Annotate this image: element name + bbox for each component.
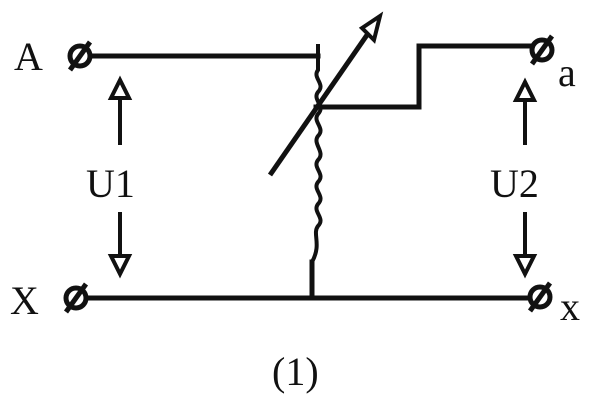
terminal-symbol-x (527, 281, 553, 313)
terminal-label-A: A (14, 34, 43, 79)
winding-coil (310, 44, 323, 263)
figure-caption: (1) (272, 349, 319, 394)
terminal-symbol-A (67, 40, 93, 72)
voltage-arrow-U1 (107, 75, 133, 279)
voltage-arrow-U2 (512, 77, 538, 279)
output-wire (313, 43, 533, 110)
terminal-symbol-X (63, 282, 89, 314)
voltage-label-U2: U2 (490, 161, 539, 206)
terminal-symbol-a (529, 34, 555, 66)
terminal-label-x: x (560, 284, 580, 329)
terminal-label-X: X (10, 278, 39, 323)
variable-tap-arrow (267, 11, 384, 177)
terminal-label-a: a (558, 50, 576, 95)
voltage-label-U1: U1 (86, 161, 135, 206)
